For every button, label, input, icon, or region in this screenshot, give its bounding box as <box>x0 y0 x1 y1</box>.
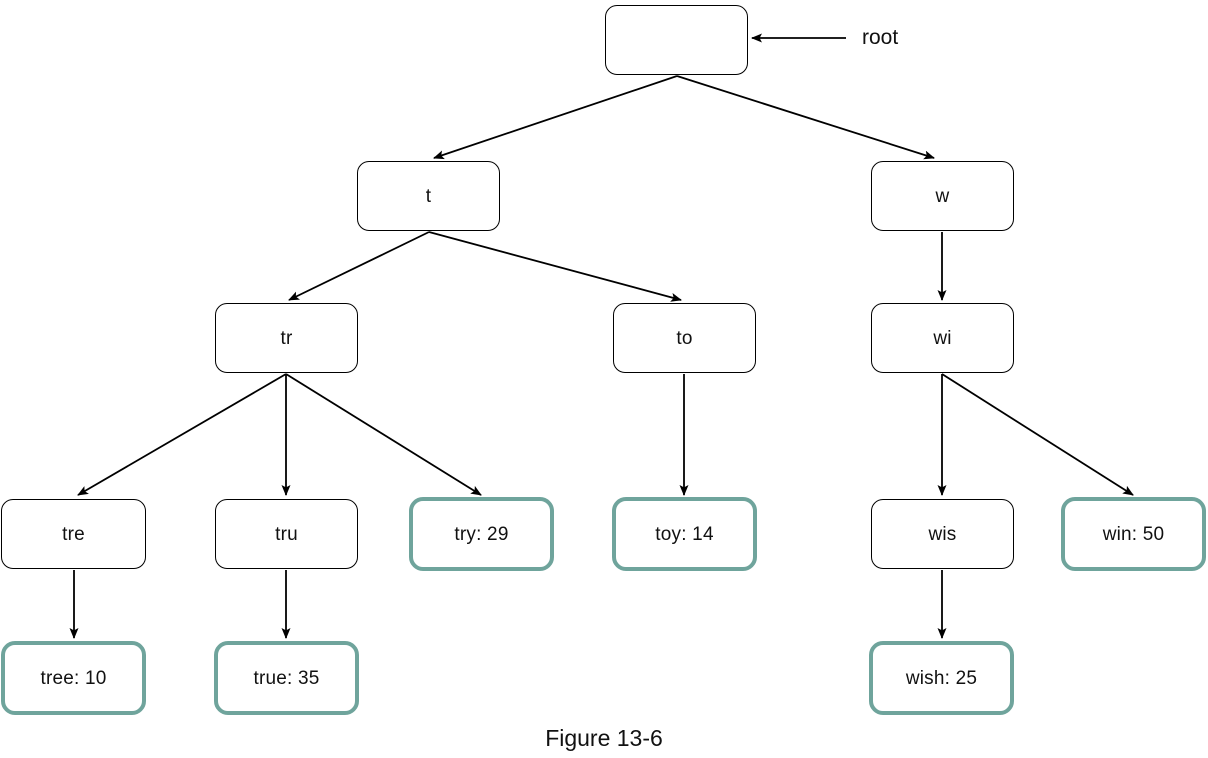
edge-t-tr <box>288 231 430 301</box>
node-try[interactable]: try: 29 <box>409 497 554 571</box>
node-tr[interactable]: tr <box>215 303 358 373</box>
edge-root-w <box>676 75 935 160</box>
node-tre-label: tre <box>62 523 85 545</box>
node-tru[interactable]: tru <box>215 499 358 569</box>
node-to-label: to <box>676 327 693 349</box>
node-tree-label: tree: 10 <box>40 667 107 689</box>
edge-tr-try <box>285 373 482 496</box>
node-tree[interactable]: tree: 10 <box>1 641 146 715</box>
root-annotation-label: root <box>862 26 899 49</box>
edge-t-to <box>428 231 682 302</box>
node-true-label: true: 35 <box>253 667 320 689</box>
node-toy[interactable]: toy: 14 <box>612 497 757 571</box>
node-wish[interactable]: wish: 25 <box>869 641 1014 715</box>
edge-wi-win <box>941 373 1134 496</box>
node-to[interactable]: to <box>613 303 756 373</box>
figure-caption: Figure 13-6 <box>545 725 663 751</box>
node-t-label: t <box>425 185 432 207</box>
node-root[interactable] <box>605 5 748 75</box>
node-tr-label: tr <box>280 327 293 349</box>
node-tru-label: tru <box>275 523 298 545</box>
edge-root-t <box>433 75 678 160</box>
node-t[interactable]: t <box>357 161 500 231</box>
node-toy-label: toy: 14 <box>655 523 714 545</box>
edge-tr-tre <box>77 373 287 496</box>
node-wi-label: wi <box>933 327 952 349</box>
node-tre[interactable]: tre <box>1 499 146 569</box>
node-w[interactable]: w <box>871 161 1014 231</box>
node-wish-label: wish: 25 <box>905 667 978 689</box>
node-wi[interactable]: wi <box>871 303 1014 373</box>
node-wis[interactable]: wis <box>871 499 1014 569</box>
node-win-label: win: 50 <box>1102 523 1165 545</box>
node-try-label: try: 29 <box>454 523 509 545</box>
node-w-label: w <box>935 185 950 207</box>
node-win[interactable]: win: 50 <box>1061 497 1206 571</box>
node-true[interactable]: true: 35 <box>214 641 359 715</box>
node-wis-label: wis <box>928 523 957 545</box>
